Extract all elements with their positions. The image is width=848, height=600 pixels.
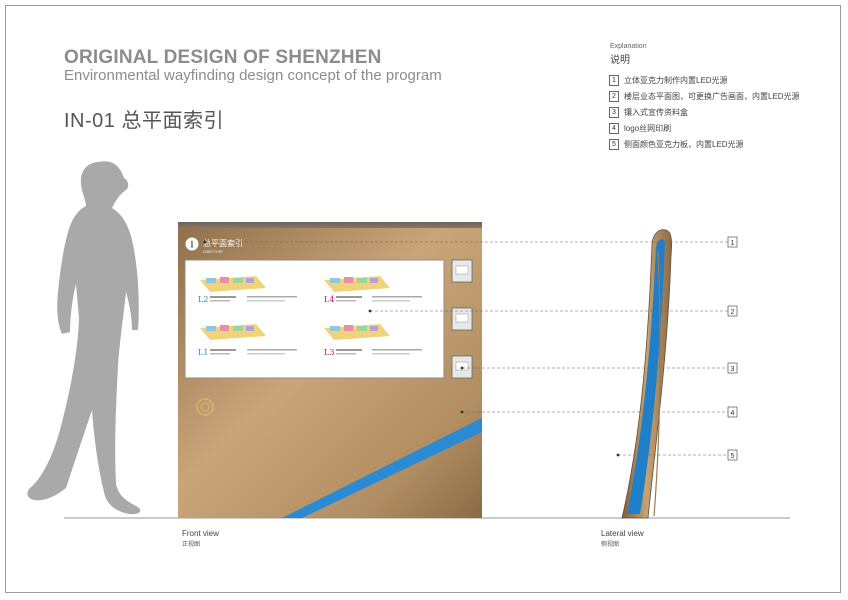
info-icon bbox=[185, 237, 199, 251]
legend-number: 2 bbox=[609, 90, 619, 102]
callout-2: 2 bbox=[727, 305, 738, 317]
explanation-list: 1 立体亚克力制作内置LED光源 2 楼层业态平面图，可更换广告画面，内置LED光源… bbox=[609, 72, 841, 152]
callout-4: 4 bbox=[727, 406, 738, 418]
lateral-view-label-en: Lateral view bbox=[601, 529, 644, 538]
explanation-item: 2 楼层业态平面图，可更换广告画面，内置LED光源 bbox=[609, 88, 841, 104]
legend-text: 立体亚克力制作内置LED光源 bbox=[624, 75, 728, 85]
leader-lines bbox=[205, 241, 728, 456]
blue-acrylic-stripe bbox=[282, 418, 482, 518]
legend-text: 镶入式宣传资料盒 bbox=[624, 107, 688, 117]
logo-mark-inner bbox=[200, 402, 210, 412]
callout-number: 4 bbox=[731, 410, 735, 417]
callout-5: 5 bbox=[727, 449, 738, 461]
sign-top-cap bbox=[178, 222, 482, 228]
explanation-label-en: Explanation bbox=[610, 43, 647, 50]
floor-block-l2: L2 bbox=[198, 276, 297, 304]
legend-number: 5 bbox=[609, 138, 619, 150]
explanation-item: 3 镶入式宣传资料盒 bbox=[609, 104, 841, 120]
explanation-item: 4 logo丝网印刷 bbox=[609, 120, 841, 136]
drawing-code-title: IN-01 总平面索引 bbox=[64, 110, 224, 132]
floor-level-label: L2 bbox=[198, 295, 208, 304]
explanation-item: 5 侧面颜色亚克力板，内置LED光源 bbox=[609, 136, 841, 152]
legend-number: 4 bbox=[609, 122, 619, 134]
sign-heading-en: DIRECTORY bbox=[203, 250, 224, 254]
floor-level-label: L1 bbox=[198, 348, 208, 357]
front-view-sign: i 总平面索引 DIRECTORY L2 bbox=[178, 222, 482, 518]
lateral-view-sign bbox=[621, 229, 672, 519]
callout-number: 3 bbox=[731, 366, 735, 373]
human-silhouette bbox=[27, 161, 141, 515]
sign-heading: 总平面索引 bbox=[203, 238, 243, 248]
brochure-box bbox=[451, 259, 473, 283]
callout-number: 2 bbox=[731, 309, 735, 316]
legend-number: 1 bbox=[609, 74, 619, 86]
callout-number: 1 bbox=[731, 240, 735, 247]
callout-number: 5 bbox=[731, 453, 735, 460]
legend-text: logo丝网印刷 bbox=[624, 123, 672, 133]
floor-block-l1: L1 bbox=[198, 324, 297, 357]
lateral-view-label: Lateral view 侧视图 bbox=[601, 529, 644, 548]
page-subtitle: Environmental wayfinding design concept … bbox=[64, 67, 442, 84]
floor-level-label: L3 bbox=[324, 348, 334, 357]
front-view-label: Front view 正视图 bbox=[182, 529, 219, 548]
logo-mark bbox=[196, 398, 214, 416]
lateral-body bbox=[621, 229, 672, 519]
info-icon-glyph: i bbox=[190, 241, 194, 251]
explanation-item: 1 立体亚克力制作内置LED光源 bbox=[609, 72, 841, 88]
lateral-back-curve bbox=[653, 249, 661, 517]
page-title: ORIGINAL DESIGN OF SHENZHEN bbox=[64, 47, 382, 68]
brochure-box bbox=[451, 307, 473, 331]
leader-dots bbox=[203, 240, 620, 457]
floor-block-l3: L3 bbox=[324, 324, 422, 357]
front-view-label-zh: 正视图 bbox=[182, 542, 201, 548]
callout-3: 3 bbox=[727, 362, 738, 374]
floor-block-l4: L4 bbox=[324, 276, 422, 304]
sheet-frame bbox=[5, 5, 841, 593]
lateral-blue-edge bbox=[627, 239, 665, 514]
legend-text: 楼层业态平面图，可更换广告画面，内置LED光源 bbox=[624, 91, 800, 101]
legend-number: 3 bbox=[609, 106, 619, 118]
front-view-label-en: Front view bbox=[182, 529, 219, 538]
lateral-view-label-zh: 侧视图 bbox=[601, 542, 620, 548]
callout-1: 1 bbox=[727, 236, 738, 248]
explanation-label-zh: 说明 bbox=[610, 55, 630, 66]
floor-level-label: L4 bbox=[324, 295, 334, 304]
legend-text: 侧面颜色亚克力板，内置LED光源 bbox=[624, 139, 744, 149]
